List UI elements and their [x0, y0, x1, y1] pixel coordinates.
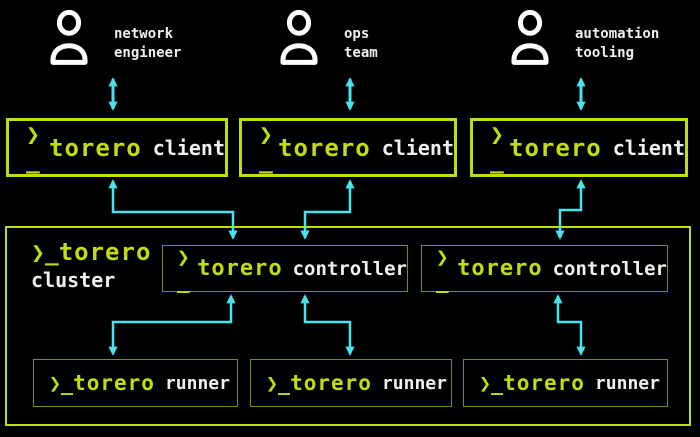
brand-name: torero: [509, 133, 602, 162]
controller-role-label: controller: [292, 257, 407, 280]
torero-logo: ❯_torero: [31, 238, 151, 266]
prompt-glyph-icon: ❯_: [177, 244, 190, 293]
runner-box-1: ❯_torero runner: [33, 359, 238, 407]
person-icon: [44, 5, 94, 69]
cluster-label: ❯_torero cluster: [31, 238, 151, 292]
runner-role-label: runner: [381, 372, 447, 394]
client-box-2: ❯_torero client: [239, 118, 457, 177]
runner-role-label: runner: [164, 372, 230, 394]
actor-label: ops team: [344, 26, 378, 61]
cluster-role-label: cluster: [31, 268, 116, 292]
brand-name: torero: [49, 133, 142, 162]
client-role-label: client: [381, 135, 454, 160]
runner-box-3: ❯_torero runner: [463, 359, 668, 407]
brand-name: torero: [457, 256, 543, 281]
prompt-glyph-icon: ❯_: [266, 371, 291, 395]
runner-role-label: runner: [594, 372, 660, 394]
person-icon: [274, 5, 324, 69]
client-box-3: ❯_torero client: [470, 118, 688, 177]
brand-name: torero: [73, 371, 155, 395]
prompt-glyph-icon: ❯_: [436, 244, 449, 293]
prompt-glyph-icon: ❯_: [259, 121, 273, 174]
controller-box-2: ❯_ torero controller: [421, 244, 668, 293]
prompt-glyph-icon: ❯_: [490, 121, 504, 174]
actor-label: automation tooling: [575, 26, 660, 61]
brand-name: torero: [290, 371, 372, 395]
controller-role-label: controller: [552, 257, 667, 280]
client-role-label: client: [612, 135, 685, 160]
prompt-glyph-icon: ❯_: [26, 121, 40, 174]
client-box-1: ❯_ torero client: [6, 118, 228, 177]
client-role-label: client: [152, 135, 225, 160]
brand-name: torero: [197, 256, 283, 281]
prompt-glyph-icon: ❯_: [49, 371, 74, 395]
actor-network-engineer: network engineer: [44, 5, 181, 69]
brand-name: torero: [503, 371, 585, 395]
controller-box-1: ❯_ torero controller: [162, 244, 408, 293]
actor-label: network engineer: [114, 26, 182, 61]
runner-box-2: ❯_torero runner: [250, 359, 452, 407]
person-icon: [505, 5, 555, 69]
prompt-glyph-icon: ❯_: [31, 240, 59, 266]
actor-ops-team: ops team: [274, 5, 378, 69]
brand-name: torero: [278, 133, 371, 162]
brand-name: torero: [58, 238, 152, 266]
actor-automation-tooling: automation tooling: [505, 5, 659, 69]
prompt-glyph-icon: ❯_: [479, 371, 504, 395]
